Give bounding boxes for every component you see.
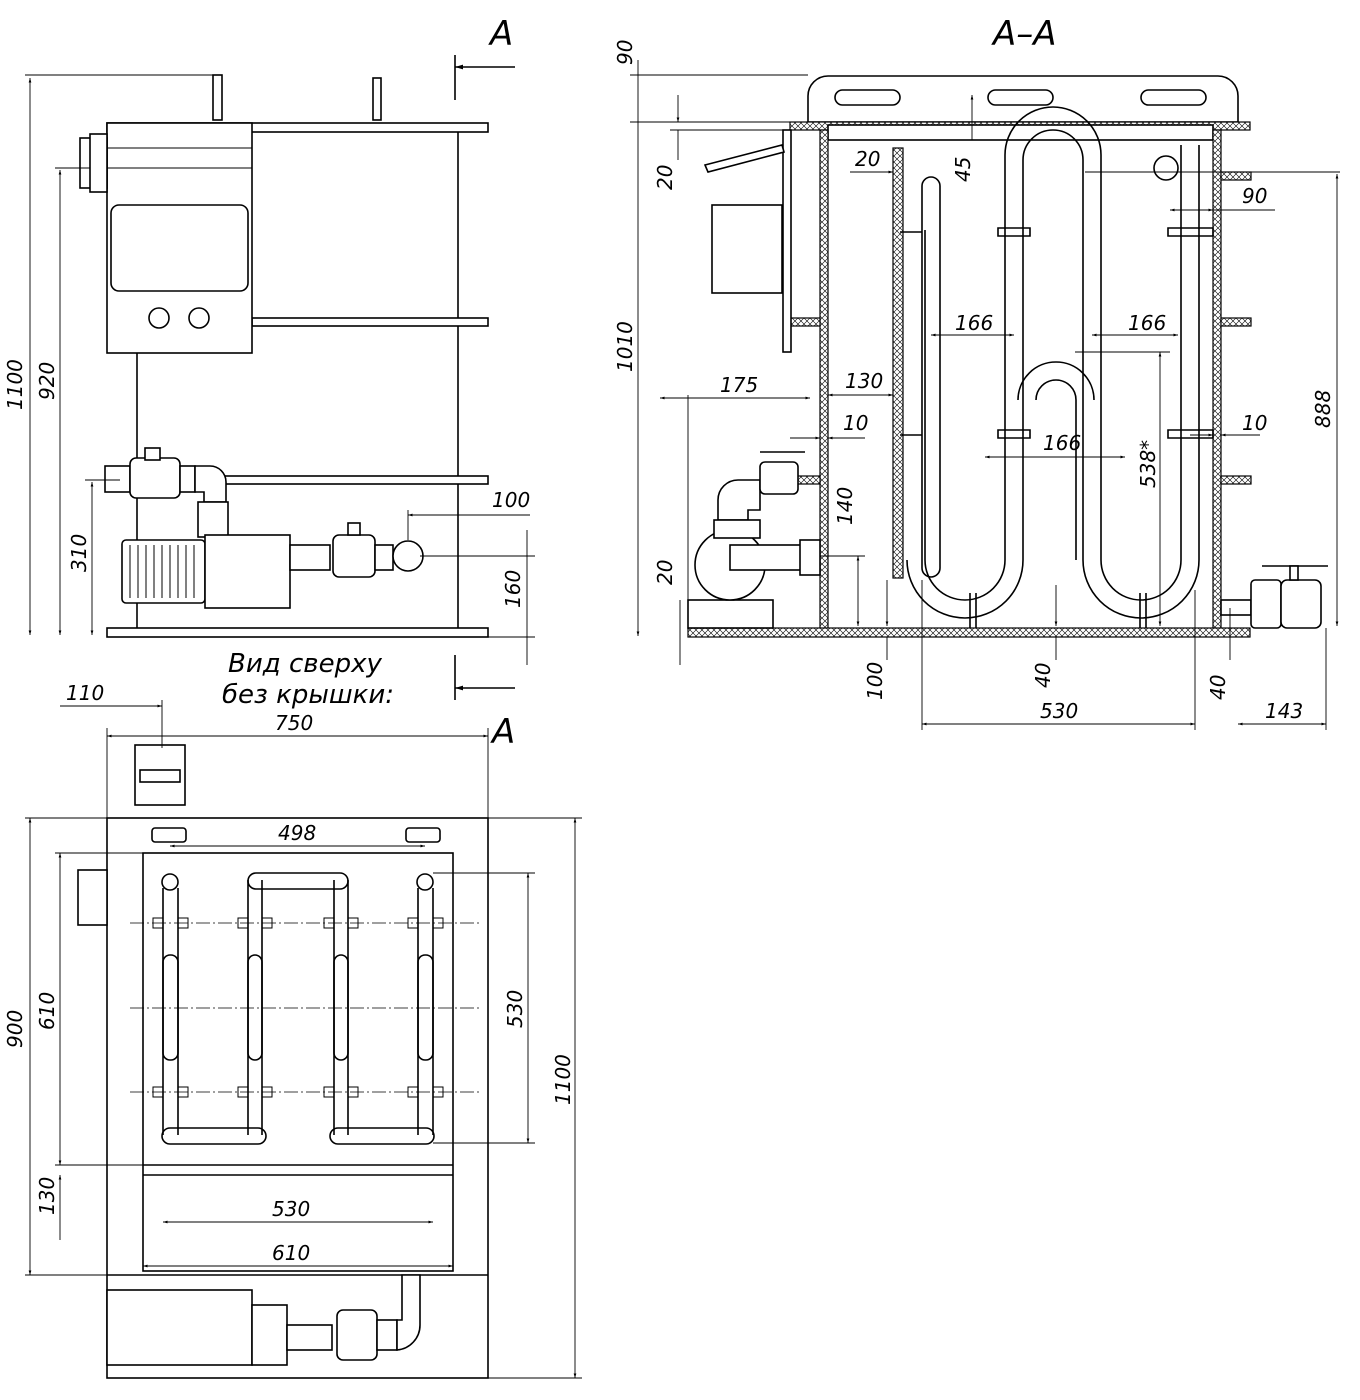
elbow-fitting-side [717,479,761,521]
dim-front-920: 920 [35,362,59,400]
outlet-fitting [392,540,424,572]
dim-top-498: 498 [278,821,316,845]
dim-top-610: 610 [35,992,59,1030]
base-plate [106,627,489,638]
pump-motor [121,539,206,604]
control-panel-display [110,204,249,292]
control-mount-plate [782,129,792,353]
dim-top-110: 110 [66,681,104,705]
elbow-fitting [194,465,227,503]
dim-section-140: 140 [833,487,857,525]
dim-section-538: 538* [1136,440,1160,488]
tank-wall-left [819,129,829,631]
dim-section-10-left: 10 [843,411,868,435]
control-knob [188,307,210,329]
dim-section-40-b: 40 [1206,675,1230,700]
dim-section-20-top: 20 [653,165,677,190]
dim-section-10-right: 10 [1242,411,1267,435]
caption-without-lid: без крышки: [222,680,394,710]
cable-gland-top [77,869,108,926]
dim-top-530-vertical: 530 [503,990,527,1028]
section-view: A–A [613,14,1340,730]
tank-inner-top [142,852,454,1272]
dim-section-530: 530 [1040,699,1078,723]
tank-lid [807,75,1239,123]
dim-section-1010: 1010 [613,321,637,372]
dim-front-100: 100 [492,488,530,512]
tank-bottom [687,627,1251,638]
pipe-bar [219,475,489,485]
dim-front-310: 310 [67,534,91,572]
dim-section-175: 175 [720,373,758,397]
ball-valve [129,457,181,499]
mount-bracket-right [372,77,382,121]
lid-slot [987,89,1054,106]
mount-bracket-left [212,74,223,121]
section-mark-top: A [488,14,513,54]
dim-section-20-baffle: 20 [855,147,880,171]
dim-section-90-right: 90 [1242,184,1267,208]
dim-section-40-a: 40 [1031,663,1055,688]
lid-slot [1140,89,1207,106]
pump-top [106,1289,253,1366]
drain-valve [1250,579,1282,629]
dim-section-166-a: 166 [955,311,993,335]
section-title: A–A [991,14,1057,54]
tank-wall-right [1212,129,1222,631]
front-view: A A 1100 920 310 100 160 Вид сверху без … [3,14,535,752]
level-sensor-tube [921,176,941,578]
top-view: 110 750 498 900 610 130 530 1100 530 610 [3,681,582,1379]
check-valve [332,534,376,578]
dim-section-90-top: 90 [613,40,637,65]
lid-slot [834,89,901,106]
tank-outline-top [106,817,489,1379]
dim-section-20-bottom: 20 [653,560,677,585]
dim-front-160: 160 [501,570,525,608]
heater-coil [1004,106,1182,601]
dim-section-166-b: 166 [1128,311,1166,335]
dim-top-130: 130 [35,1177,59,1215]
dim-top-1100: 1100 [551,1054,575,1105]
dim-section-166-c: 166 [1043,431,1081,455]
middle-bar [251,317,489,327]
control-box-side [711,204,783,294]
dim-top-900: 900 [3,1010,27,1048]
pump-body [204,534,291,609]
dim-top-610-horizontal: 610 [272,1241,310,1265]
control-box [106,122,253,354]
dim-top-750: 750 [275,711,313,735]
dim-section-100: 100 [863,662,887,700]
dim-section-130: 130 [845,369,883,393]
caption-top-view: Вид сверху [228,649,382,679]
control-knob [148,307,170,329]
baffle [892,147,904,579]
dim-front-1100: 1100 [3,359,27,410]
dim-top-530-horizontal: 530 [272,1197,310,1221]
dim-section-45: 45 [951,157,975,182]
dim-section-143: 143 [1265,699,1303,723]
dim-section-888: 888 [1311,390,1335,428]
section-mark-bottom: A [490,712,515,752]
